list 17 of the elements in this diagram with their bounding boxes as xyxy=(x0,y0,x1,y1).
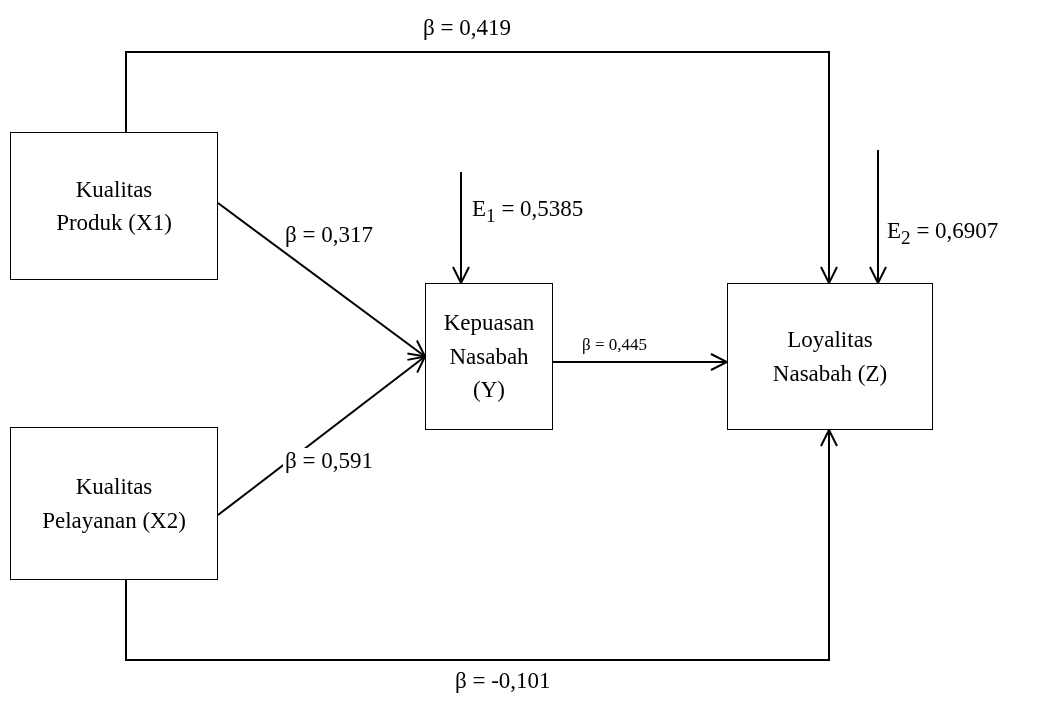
arrow xyxy=(217,202,426,358)
arrow xyxy=(869,149,887,284)
variable-box xyxy=(10,132,218,280)
edge-label: β = 0,445 xyxy=(580,336,649,355)
arrow xyxy=(552,353,728,371)
arrow xyxy=(125,51,838,284)
variable-name: Kepuasan Nasabah (Y) xyxy=(442,309,536,405)
variable-name: Kualitas Produk (X1) xyxy=(55,175,173,237)
arrow xyxy=(452,171,470,284)
arrow xyxy=(125,429,838,661)
variable-box xyxy=(10,427,218,580)
variable-box xyxy=(727,283,933,430)
variable-name: Kualitas Pelayanan (X2) xyxy=(41,473,187,535)
edge-label: β = 0,591 xyxy=(283,448,375,474)
arrow xyxy=(217,355,426,516)
variable-name: Loyalitas Nasabah (Z) xyxy=(771,326,889,388)
variable-box xyxy=(425,283,553,430)
